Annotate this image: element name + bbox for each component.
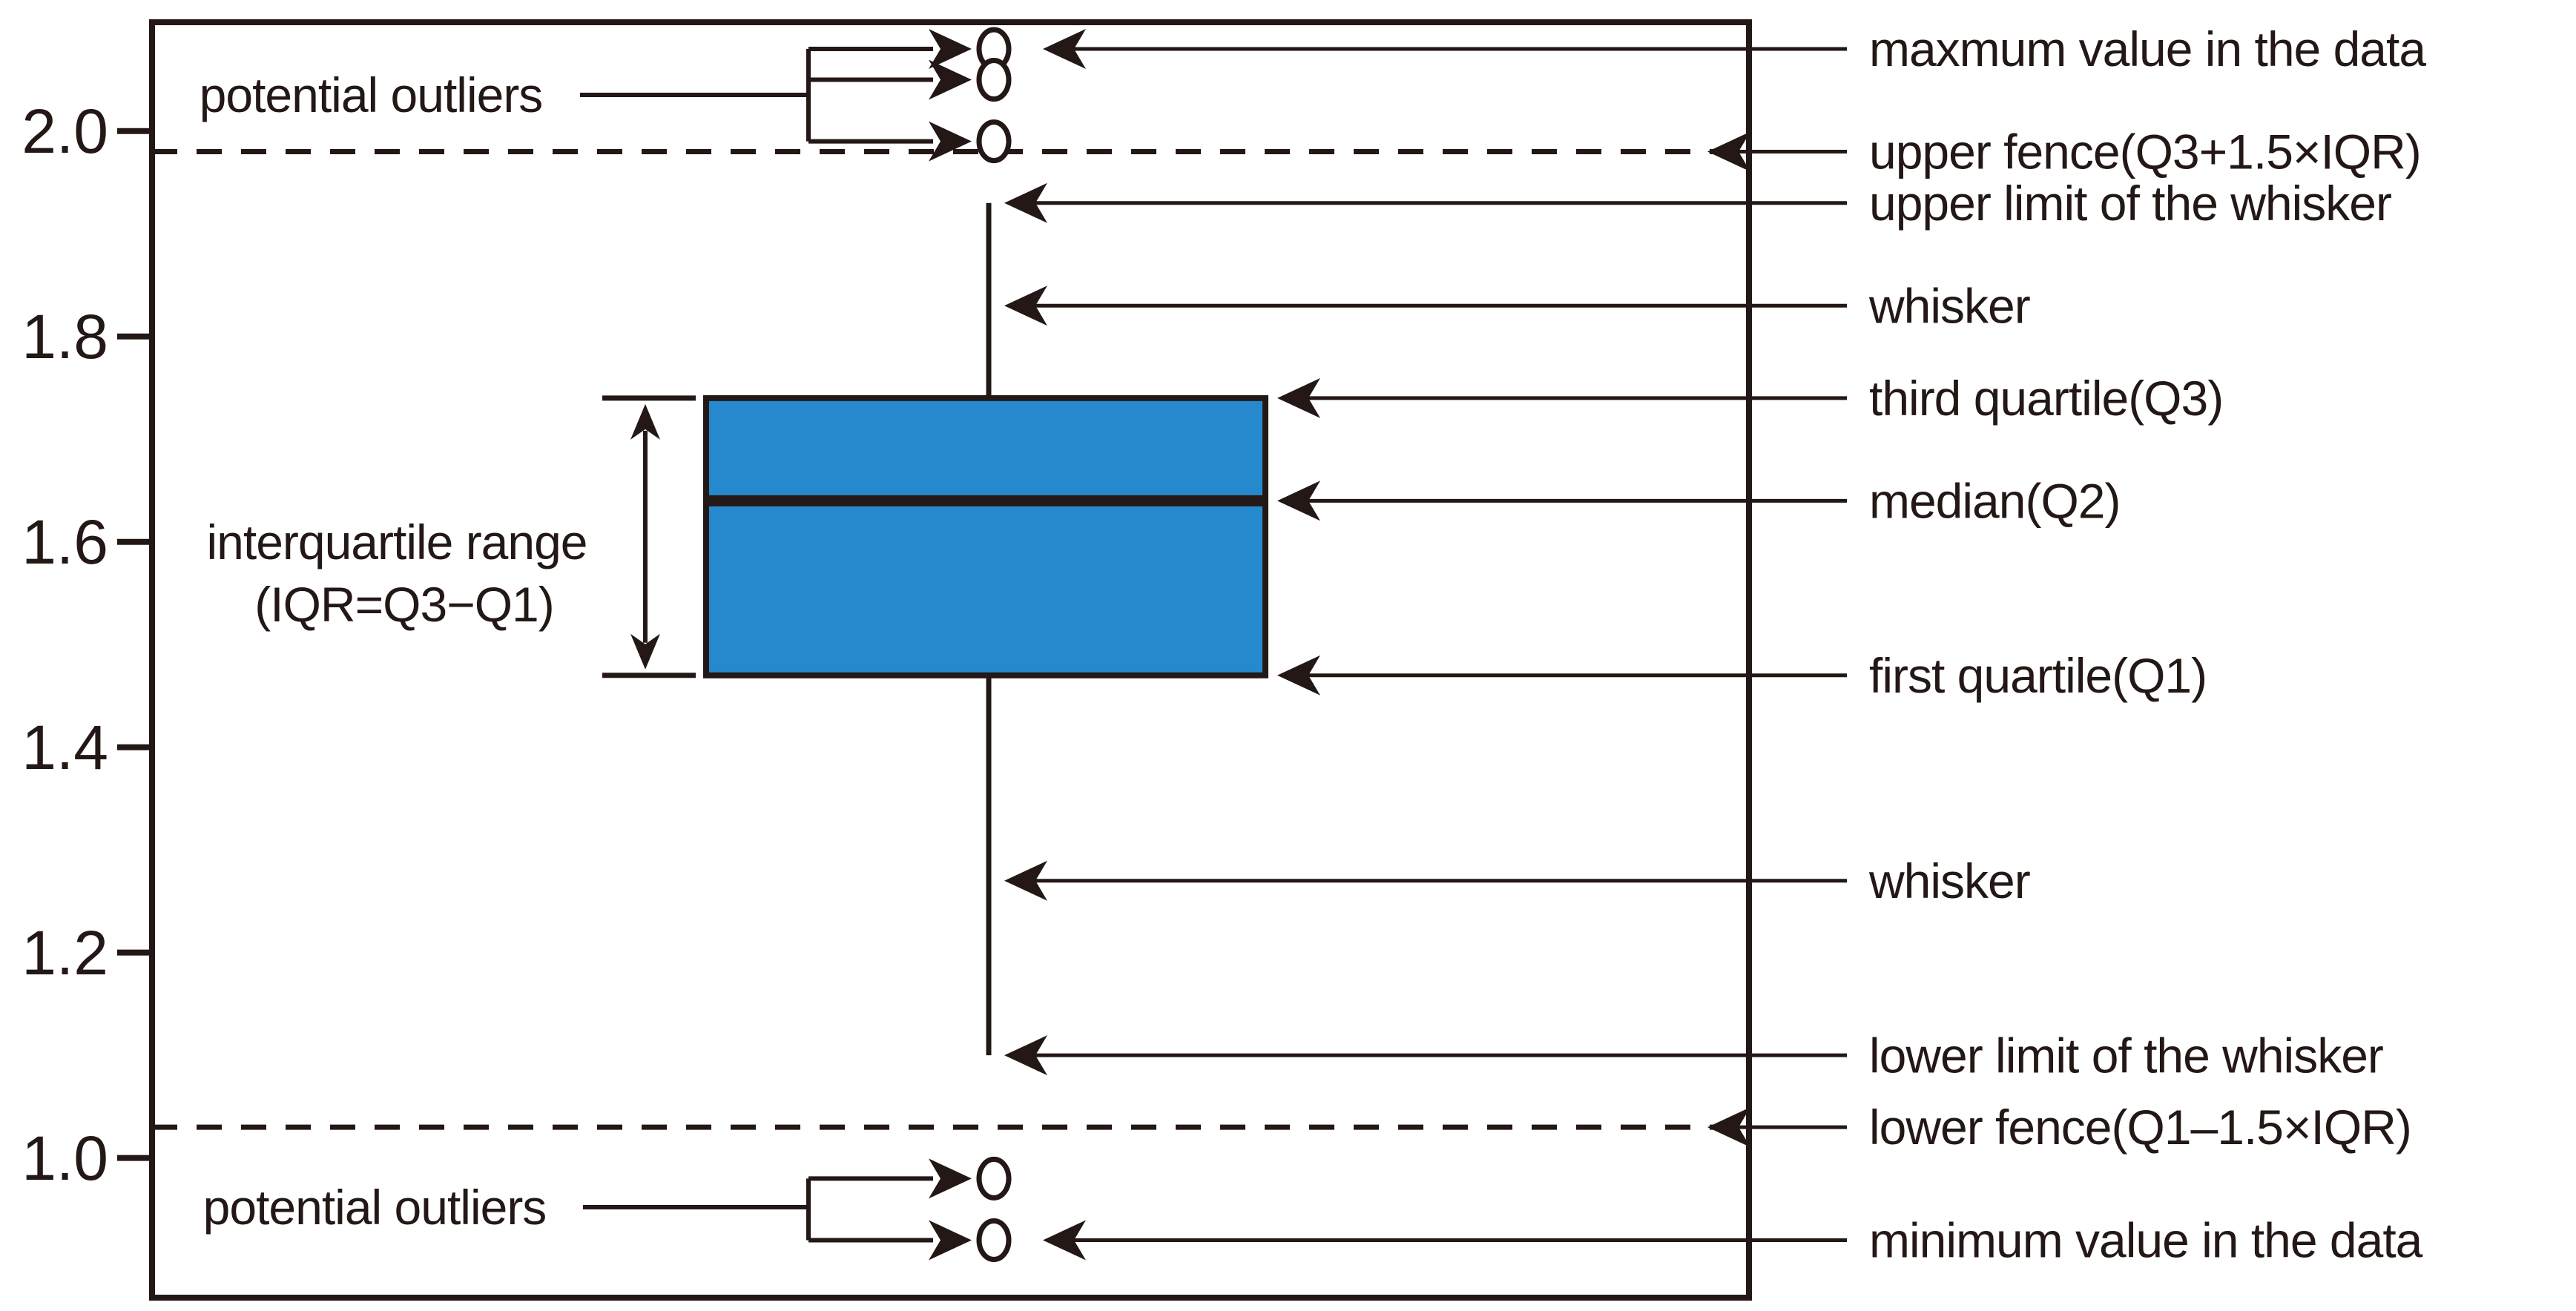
y-tick-label: 1.2 bbox=[22, 918, 108, 988]
y-tick-label: 1.6 bbox=[22, 507, 108, 577]
left-arrowhead-icon bbox=[1043, 29, 1086, 70]
right-annotation-label: third quartile(Q3) bbox=[1869, 371, 2223, 426]
y-tick-label: 1.0 bbox=[22, 1123, 108, 1193]
right-annotation-label: lower limit of the whisker bbox=[1869, 1028, 2383, 1083]
left-arrowhead-icon bbox=[1004, 860, 1047, 901]
left-arrowhead-icon bbox=[1277, 377, 1320, 418]
right-annotation-label: upper limit of the whisker bbox=[1869, 176, 2391, 231]
right-arrowhead-icon bbox=[929, 1220, 972, 1261]
right-annotation-label: whisker bbox=[1868, 853, 2030, 908]
lower-outlier-circle bbox=[976, 1218, 1012, 1262]
right-arrowhead-icon bbox=[929, 1158, 972, 1199]
up-arrowhead-icon bbox=[630, 403, 660, 440]
left-arrowhead-icon bbox=[1043, 1220, 1086, 1261]
y-tick-label: 2.0 bbox=[22, 96, 108, 166]
right-annotation-label: lower fence(Q1–1.5×IQR) bbox=[1869, 1100, 2411, 1155]
upper-outlier-circle bbox=[976, 119, 1012, 164]
plot-border bbox=[149, 19, 1752, 1301]
right-arrowhead-icon bbox=[929, 121, 972, 162]
down-arrowhead-icon bbox=[630, 633, 660, 670]
lower-outlier-circle bbox=[976, 1156, 1012, 1201]
right-annotation-label: whisker bbox=[1868, 278, 2030, 333]
right-annotation-label: upper fence(Q3+1.5×IQR) bbox=[1869, 125, 2421, 179]
upper-outlier-circle bbox=[976, 58, 1012, 102]
potential-outliers-bottom-label: potential outliers bbox=[203, 1180, 547, 1235]
iqr-label-line2: (IQR=Q3−Q1) bbox=[254, 577, 553, 632]
left-arrowhead-icon bbox=[1004, 285, 1047, 326]
right-annotation-label: first quartile(Q1) bbox=[1869, 648, 2207, 703]
y-tick-label: 1.8 bbox=[22, 302, 108, 371]
right-annotation-label: median(Q2) bbox=[1869, 473, 2120, 528]
potential-outliers-top-label: potential outliers bbox=[200, 67, 543, 122]
right-arrowhead-icon bbox=[929, 29, 972, 70]
left-arrowhead-icon bbox=[1277, 655, 1320, 696]
right-annotation-label: maxmum value in the data bbox=[1869, 22, 2426, 76]
annotation-layer: maxmum value in the data upper fence(Q3+1… bbox=[580, 22, 2427, 1268]
left-arrowhead-icon bbox=[1004, 182, 1047, 223]
chart-marks-layer: 2.0 1.8 1.6 1.4 1.2 1.0 bbox=[22, 96, 1749, 1193]
left-arrowhead-icon bbox=[1004, 1035, 1047, 1076]
iqr-label-line1: interquartile range bbox=[207, 515, 587, 569]
right-arrowhead-icon bbox=[929, 59, 972, 100]
left-arrowhead-icon bbox=[1277, 481, 1320, 521]
iqr-box bbox=[703, 394, 1268, 678]
right-annotation-label: minimum value in the data bbox=[1869, 1213, 2423, 1268]
y-tick-label: 1.4 bbox=[22, 713, 108, 782]
left-arrowhead-icon bbox=[1707, 131, 1750, 172]
left-arrowhead-icon bbox=[1707, 1107, 1750, 1148]
